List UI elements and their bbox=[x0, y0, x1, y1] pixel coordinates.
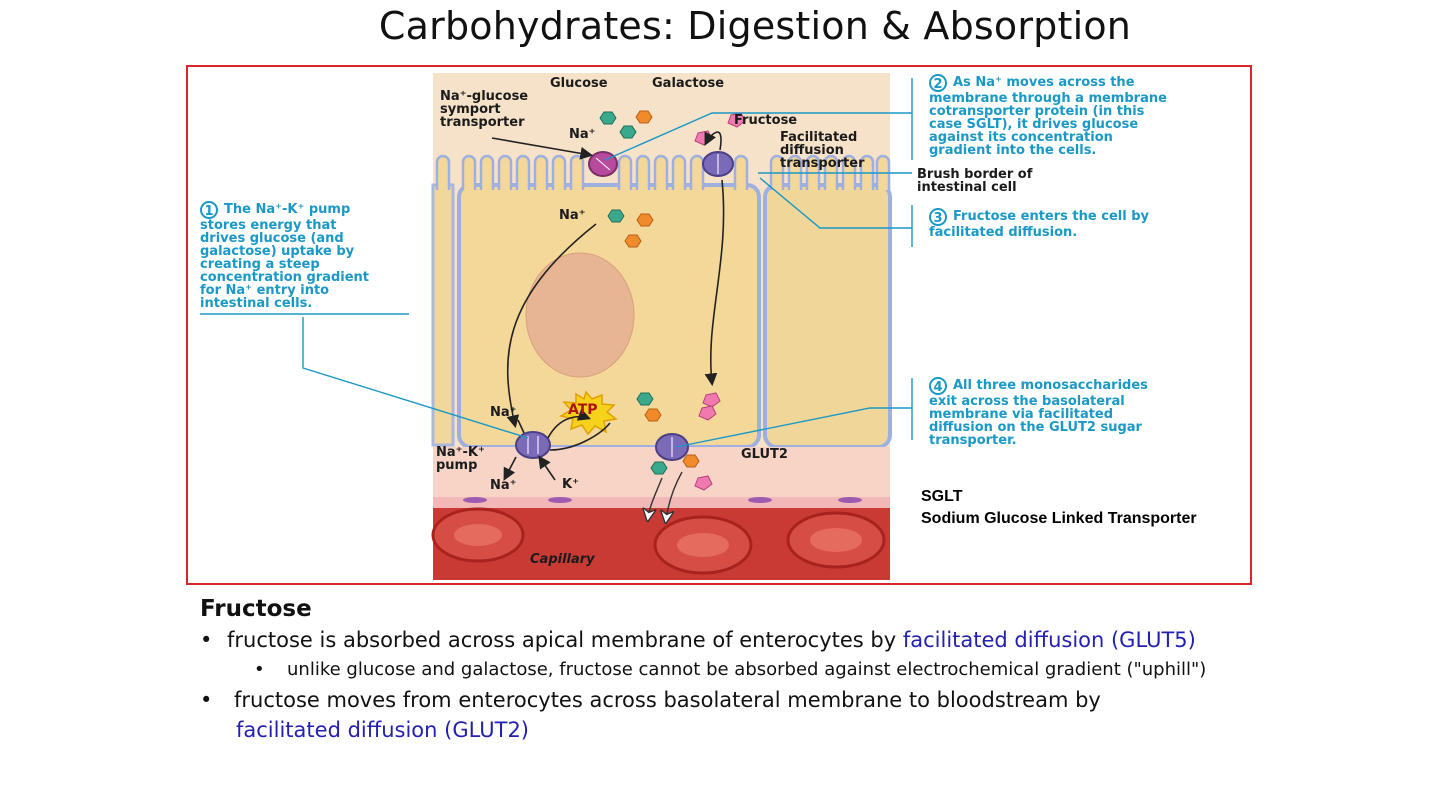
symport-label-3: transporter bbox=[440, 115, 525, 130]
callout-2-line: membrane through a membrane bbox=[929, 91, 1167, 106]
facilitated-label-2: diffusion bbox=[780, 143, 844, 158]
sglt-definition: SGLT Sodium Glucose Linked Transporter bbox=[921, 486, 1197, 530]
bullet-apical: • fructose is absorbed across apical memb… bbox=[200, 625, 1206, 655]
symport-label-1: Na⁺-glucose bbox=[440, 89, 529, 104]
callout-1-line: The Na⁺-K⁺ pump bbox=[224, 202, 351, 217]
callout-1-number: 1 bbox=[200, 201, 218, 219]
sub-bullet-text: unlike glucose and galactose, fructose c… bbox=[287, 659, 1207, 680]
callout-3: 3 Fructose enters the cell by facilitated… bbox=[929, 208, 1149, 239]
exit-arrows bbox=[648, 471, 683, 520]
fructose-molecules bbox=[694, 112, 746, 491]
glut2-link-text: facilitated diffusion (GLUT2) bbox=[236, 718, 529, 742]
callout-1-line: creating a steep bbox=[200, 257, 320, 272]
glut2-transporter bbox=[655, 433, 689, 461]
callout-3-line: facilitated diffusion. bbox=[929, 225, 1078, 240]
na-inside-label: Na⁺ bbox=[559, 208, 586, 223]
callout-2-line: cotransporter protein (in this bbox=[929, 104, 1145, 119]
na-pump-top-label: Na⁺ bbox=[490, 405, 517, 420]
na-k-pump bbox=[515, 431, 551, 459]
na-top-label: Na⁺ bbox=[569, 127, 596, 142]
callout-2-number: 2 bbox=[929, 74, 947, 92]
facilitated-diffusion-transporter bbox=[702, 151, 734, 177]
nucleus bbox=[525, 252, 635, 378]
callout-2-line: case SGLT), it drives glucose bbox=[929, 117, 1139, 132]
callout-1-line: drives glucose (and bbox=[200, 231, 344, 246]
bullet-basolateral-text: fructose moves from enterocytes across b… bbox=[234, 688, 1101, 712]
capillary-wall bbox=[433, 497, 890, 511]
symport-label-2: symport bbox=[440, 102, 501, 117]
callout-4-line: membrane via facilitated bbox=[929, 407, 1114, 422]
callout-4-line: All three monosaccharides bbox=[953, 378, 1148, 393]
sglt-abbreviation: SGLT bbox=[921, 488, 963, 505]
callout-4-line: transporter. bbox=[929, 433, 1017, 448]
fructose-notes: Fructose • fructose is absorbed across ap… bbox=[200, 593, 1206, 745]
callout-4: 4 All three monosaccharides exit across t… bbox=[929, 377, 1148, 447]
facilitated-label-3: transporter bbox=[780, 156, 865, 171]
transport-arrows bbox=[491, 131, 725, 481]
brush-border-microvilli bbox=[435, 154, 891, 190]
sglt-full-name: Sodium Glucose Linked Transporter bbox=[921, 510, 1197, 527]
bullet-dot: • bbox=[200, 628, 213, 652]
capillary-cell-nuclei bbox=[463, 497, 862, 503]
figure-frame bbox=[186, 65, 1252, 585]
callout-2: 2 As Na⁺ moves across the membrane throug… bbox=[929, 74, 1167, 157]
glut5-link-text: facilitated diffusion (GLUT5) bbox=[902, 628, 1196, 652]
glucose-label: Glucose bbox=[550, 76, 608, 91]
pump-label-2: pump bbox=[436, 458, 478, 473]
bullet-basolateral: • fructose moves from enterocytes across … bbox=[200, 685, 1206, 715]
slide-title: Carbohydrates: Digestion & Absorption bbox=[378, 4, 1132, 48]
callout-1-line: intestinal cells. bbox=[200, 296, 313, 311]
callout-1-line: stores energy that bbox=[200, 218, 337, 233]
callout-1-line: galactose) uptake by bbox=[200, 244, 355, 259]
callout-4-line: diffusion on the GLUT2 sugar bbox=[929, 420, 1142, 435]
callout-2-line: against its concentration bbox=[929, 130, 1113, 145]
na-out-label: Na⁺ bbox=[490, 478, 517, 493]
pump-label-1: Na⁺-K⁺ bbox=[436, 445, 485, 460]
sub-bullet-uphill: • unlike glucose and galactose, fructose … bbox=[200, 655, 1206, 685]
callout-1-line: concentration gradient bbox=[200, 270, 369, 285]
red-blood-cells bbox=[431, 507, 886, 575]
callout-4-number: 4 bbox=[929, 377, 947, 395]
glut2-label: GLUT2 bbox=[741, 447, 788, 462]
bullet-dot: • bbox=[200, 688, 213, 712]
brush-border-label-1: Brush border of bbox=[917, 167, 1033, 182]
brush-border-label-2: intestinal cell bbox=[917, 180, 1017, 195]
facilitated-label-1: Facilitated bbox=[780, 130, 858, 145]
bullet-dot: • bbox=[254, 659, 265, 680]
notes-heading: Fructose bbox=[200, 596, 312, 622]
bullet-apical-text: fructose is absorbed across apical membr… bbox=[227, 628, 903, 652]
capillary-label: Capillary bbox=[530, 552, 595, 567]
atp-label: ATP bbox=[568, 402, 598, 418]
galactose-label: Galactose bbox=[652, 76, 725, 91]
callout-4-line: exit across the basolateral bbox=[929, 394, 1125, 409]
callout-3-number: 3 bbox=[929, 208, 947, 226]
galactose-molecules bbox=[624, 110, 700, 468]
callout-2-line: gradient into the cells. bbox=[929, 143, 1097, 158]
fructose-label: Fructose bbox=[734, 113, 798, 128]
na-glucose-symporter bbox=[588, 151, 618, 177]
callout-1: 1 The Na⁺-K⁺ pump stores energy that driv… bbox=[200, 201, 369, 310]
callout-2-line: As Na⁺ moves across the bbox=[953, 75, 1135, 90]
callout-leader-lines bbox=[200, 78, 913, 448]
callout-1-line: for Na⁺ entry into bbox=[200, 283, 330, 298]
callout-3-line: Fructose enters the cell by bbox=[953, 209, 1149, 224]
k-label: K⁺ bbox=[562, 477, 579, 492]
glucose-molecules bbox=[599, 111, 668, 475]
